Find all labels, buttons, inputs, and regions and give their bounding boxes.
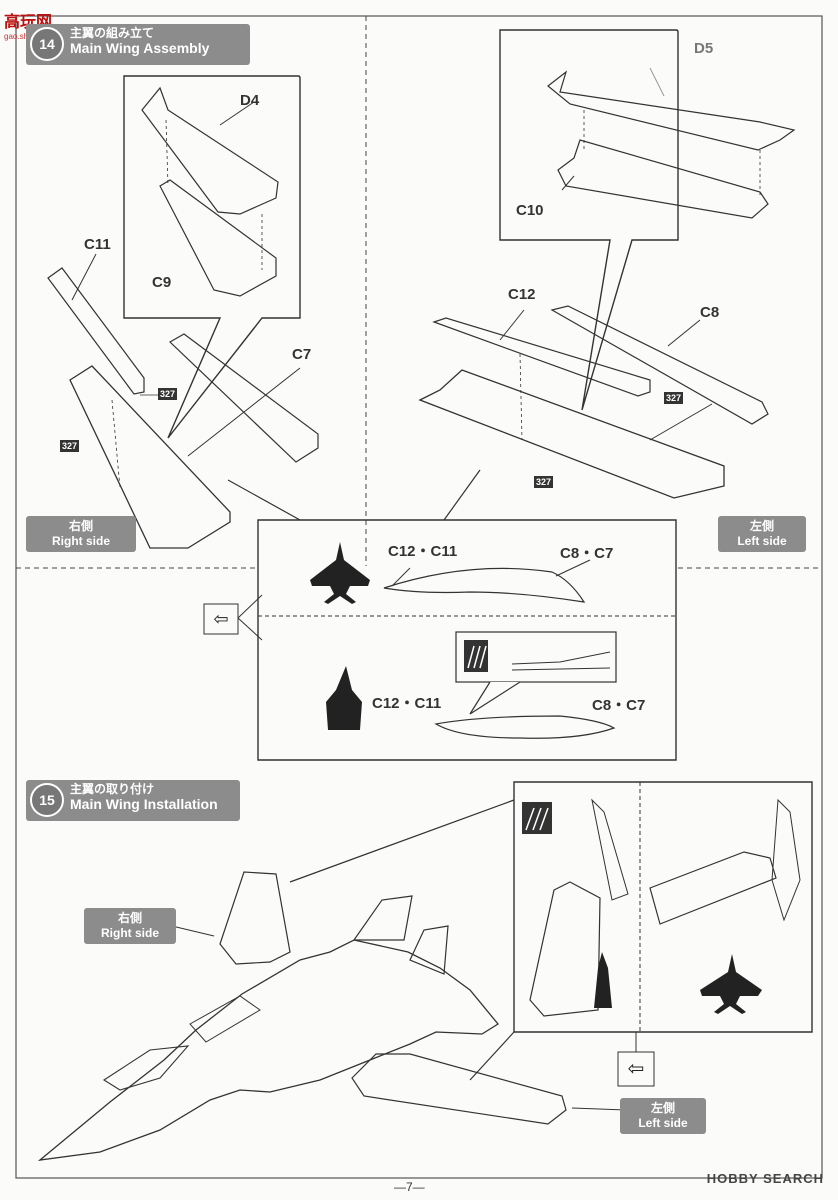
right-side-tag: 右側 Right side bbox=[84, 908, 176, 944]
left-side-jp: 左側 bbox=[650, 1101, 675, 1115]
paint-code-badge: 327 bbox=[534, 476, 554, 488]
part-c9-label: C9 bbox=[152, 274, 172, 291]
paint-code-badge: 327 bbox=[158, 388, 178, 400]
step-15-title-en: Main Wing Installation bbox=[70, 796, 218, 812]
left-side-en: Left side bbox=[638, 1116, 688, 1130]
double-arrow-icon: ⇦ bbox=[213, 609, 229, 629]
left-side-en: Left side bbox=[737, 534, 787, 548]
right-side-en: Right side bbox=[100, 926, 159, 940]
detail-pair1-right: C8・C7 bbox=[560, 545, 614, 562]
step-14-header: 14 主翼の組み立て Main Wing Assembly bbox=[26, 24, 250, 65]
part-c12-label: C12 bbox=[508, 286, 536, 303]
left-side-jp: 左側 bbox=[749, 519, 774, 533]
part-c7-label: C7 bbox=[292, 346, 312, 363]
right-side-jp: 右側 bbox=[68, 519, 93, 533]
paint-code-badge: 327 bbox=[664, 392, 684, 404]
right-side-en: Right side bbox=[51, 534, 110, 548]
left-side-tag: 左側 Left side bbox=[620, 1098, 706, 1134]
step-14-number: 14 bbox=[30, 27, 64, 61]
step-15-title-jp: 主翼の取り付け bbox=[70, 782, 155, 796]
part-d4-label: D4 bbox=[240, 92, 260, 109]
detail-pair1-left: C12・C11 bbox=[388, 543, 458, 560]
part-d5-label: D5 bbox=[694, 40, 714, 57]
step-15-number: 15 bbox=[30, 783, 64, 817]
left-side-tag: 左側 Left side bbox=[718, 516, 806, 552]
right-side-jp: 右側 bbox=[117, 911, 142, 925]
right-side-tag: 右側 Right side bbox=[26, 516, 136, 552]
part-c8-label: C8 bbox=[700, 304, 720, 321]
part-c11-label: C11 bbox=[84, 236, 111, 253]
hobby-search-watermark: HOBBY SEARCH bbox=[706, 1171, 824, 1186]
detail-pair2-right: C8・C7 bbox=[592, 697, 646, 714]
page-number: —7— bbox=[394, 1180, 425, 1194]
step-14-title-jp: 主翼の組み立て bbox=[70, 26, 155, 40]
step-14-title-en: Main Wing Assembly bbox=[70, 40, 210, 56]
step-15-header: 15 主翼の取り付け Main Wing Installation bbox=[26, 780, 240, 821]
detail-pair2-left: C12・C11 bbox=[372, 695, 442, 712]
paint-code-badge: 327 bbox=[60, 440, 80, 452]
part-c10-label: C10 bbox=[516, 202, 544, 219]
double-arrow-icon: ⇦ bbox=[627, 1058, 645, 1080]
